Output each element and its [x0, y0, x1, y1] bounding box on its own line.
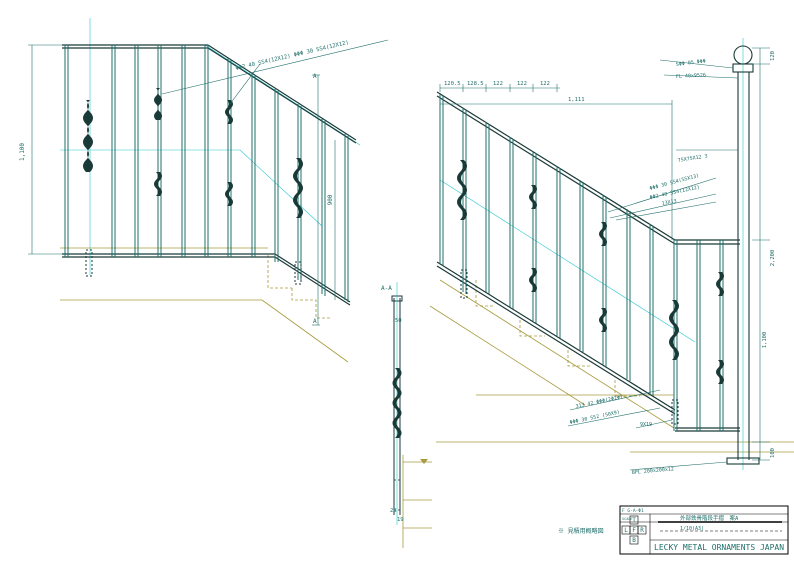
estimate-note: ※ 見積用概略図: [558, 527, 604, 535]
left-elevation: 1,100 900 ΦΦ2 40 SS4(12X12) ΦΦΦ 30 SS4(1…: [19, 18, 389, 363]
left-twist-ornaments: [83, 88, 303, 218]
section-aa: A-A 50 28 19: [381, 282, 432, 548]
right-top-dims: 120.5 128.5 122 122 122: [444, 81, 550, 87]
left-bottom-rail: [62, 253, 351, 306]
right-elevation: 120.5 128.5 122 122 122 1,111 SΦΦ 05 ΦΦΦ…: [429, 38, 794, 476]
view-cell-labels: T L F R B: [624, 517, 644, 544]
cell-front: F: [632, 527, 636, 534]
left-balusters: [64, 45, 349, 302]
overall-dim: 1,111: [568, 97, 585, 103]
callout-post-top: SΦΦ 05 ΦΦΦ: [676, 58, 707, 68]
cell-bottom: B: [632, 537, 636, 544]
right-post-anchors: [460, 269, 679, 425]
cell-left: L: [624, 527, 628, 534]
right-main-post: [726, 45, 760, 465]
section-label: A-A: [381, 285, 392, 292]
cell-right: R: [640, 527, 644, 534]
left-section-mark-top: A: [313, 73, 317, 80]
height-dim-base: 100: [770, 448, 776, 458]
level-marker: [420, 459, 428, 464]
drawing-title: 外部鉄骨階段手摺 案A: [680, 514, 739, 522]
top-dim-3: 122: [493, 81, 503, 87]
right-twist-ornaments: [457, 160, 724, 384]
cell-top: T: [632, 517, 636, 524]
callout-bottom-1: 313 42 ΦΦΦ(2Φ2Φ): [575, 394, 623, 410]
left-floor-lines: [60, 247, 349, 363]
height-dim-rail: 1,100: [762, 332, 768, 349]
right-floor-lines: [429, 279, 794, 453]
top-dim-1: 120.5: [444, 81, 461, 87]
section-anchor: [393, 479, 401, 511]
section-dim-bottom: 28: [390, 508, 397, 514]
right-balusters: [439, 94, 724, 431]
left-mid-dim: 900: [327, 194, 334, 205]
height-dim-total: 2,200: [770, 250, 776, 267]
right-top-rail: [436, 91, 740, 245]
callout-bottom-2: ΦΦΦ 30 SS2 (50X9): [569, 409, 620, 426]
top-dim-2: 128.5: [467, 81, 484, 87]
callout-balusters-3: 13X13: [661, 198, 677, 207]
left-center-lines: [60, 18, 361, 275]
left-height-dim: 1,100: [19, 143, 26, 161]
right-bottom-rail: [436, 261, 740, 432]
left-post-anchors: [85, 249, 302, 285]
height-dim-top: 120: [770, 51, 776, 61]
left-dimension-lines: [28, 39, 389, 326]
view-cells: [621, 515, 647, 545]
callout-plate: 9X19: [640, 422, 652, 428]
section-twist: [392, 368, 402, 438]
title-row1-left: F G-A-Φ1: [622, 508, 644, 514]
title-row2-left: SCALE: [622, 517, 633, 521]
right-dimension-lines: [439, 47, 770, 471]
drawing-scale: 1/10(A3): [680, 526, 704, 532]
left-section-mark-bottom: A: [313, 318, 317, 325]
section-floor-lines: [402, 455, 432, 548]
top-dim-5: 122: [540, 81, 550, 87]
callout-base: BPL 200x200x12: [632, 466, 675, 476]
company-name: LECKY METAL ORNAMENTS JAPAN: [654, 543, 784, 552]
section-dim-top: 50: [395, 318, 402, 324]
title-block: T L F R B F G-A-Φ1 SCALE 外部鉄骨階段手摺 案A 1/1…: [619, 505, 789, 555]
left-baluster-callout: ΦΦ2 40 SS4(12X12) ΦΦΦ 30 SS4(12X12): [235, 40, 349, 72]
callout-post: FL 40x9526: [676, 72, 706, 80]
callout-channel: 75X75X12 3: [677, 153, 708, 164]
left-top-rail: [62, 44, 357, 144]
section-dim-bottom2: 19: [397, 517, 404, 523]
top-dim-4: 122: [517, 81, 527, 87]
